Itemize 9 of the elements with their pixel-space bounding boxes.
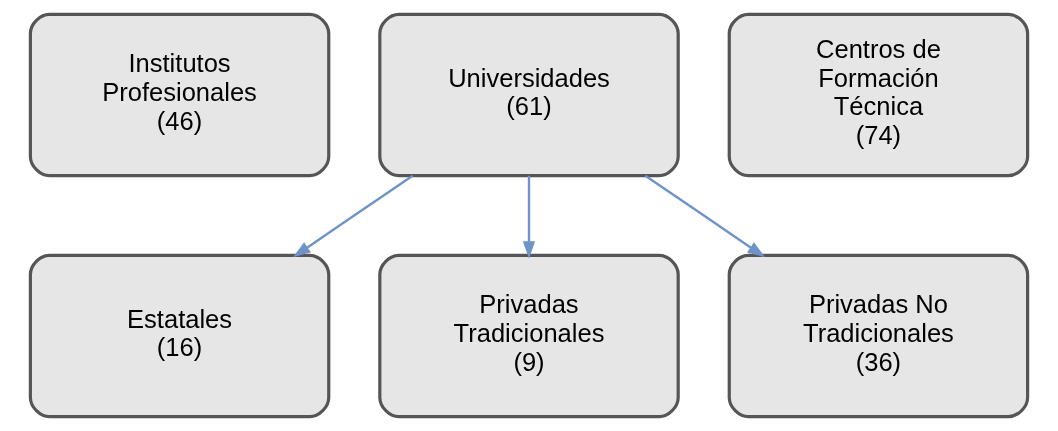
- node-box: Centros de Formación Técnica (74): [727, 12, 1030, 178]
- arrow: [644, 174, 765, 258]
- node-box: Privadas No Tradicionales (36): [727, 253, 1030, 419]
- node-box: Privadas Tradicionales (9): [378, 253, 680, 419]
- node-box: Universidades (61): [378, 12, 680, 178]
- arrow: [293, 174, 414, 258]
- arrow: [522, 175, 536, 259]
- node-box: Estatales (16): [28, 253, 331, 419]
- node-box: Institutos Profesionales (46): [28, 12, 331, 178]
